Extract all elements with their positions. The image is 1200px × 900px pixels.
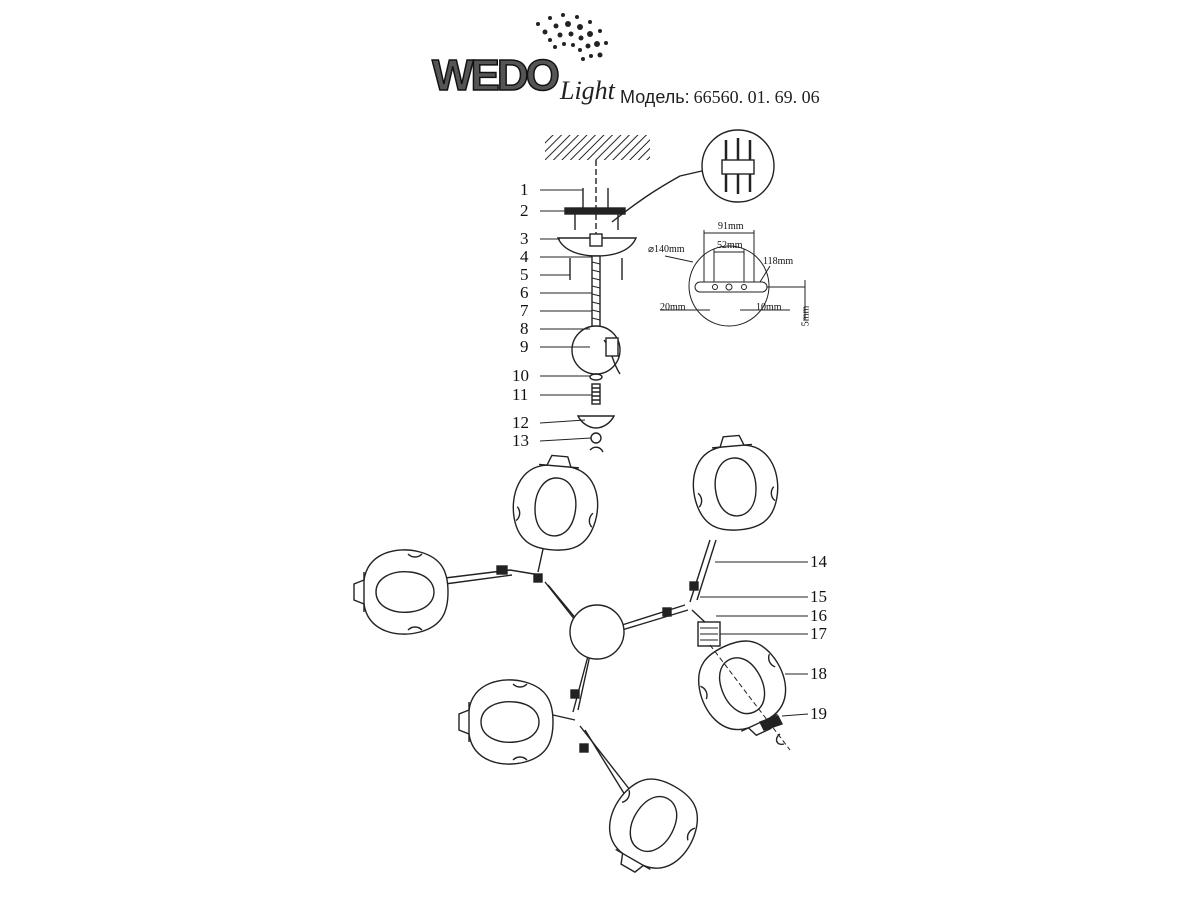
dim-10: 10mm	[756, 302, 782, 313]
dim-diameter: ⌀140mm	[648, 244, 685, 255]
part-label: 4	[520, 247, 529, 266]
brand-logo-script: Light	[560, 76, 615, 105]
model-number: 66560. 01. 69. 06	[693, 87, 820, 107]
part-label: 2	[520, 201, 529, 220]
model-caption: Модель:66560. 01. 69. 06	[620, 86, 820, 108]
part-label: 17	[810, 624, 827, 643]
part-label: 9	[520, 337, 529, 356]
glass-shades	[353, 431, 803, 890]
mounting-plate-detail	[660, 230, 806, 327]
part-label: 13	[512, 431, 529, 450]
part-label: 7	[520, 301, 529, 320]
part-label: 10	[512, 366, 529, 385]
part-label: 18	[810, 664, 827, 683]
model-label: Модель:	[620, 87, 690, 107]
dim-20: 20mm	[660, 302, 686, 313]
part-label: 11	[512, 385, 529, 404]
brand-logo: WEDO	[431, 51, 560, 101]
part-label: 1	[520, 180, 529, 199]
leader-lines-bottom	[700, 561, 809, 717]
part-label: 5	[520, 265, 529, 284]
part-label: 19	[810, 704, 827, 723]
logo-swirl-icon	[536, 13, 608, 61]
dim-5: 5mm	[800, 305, 812, 327]
part-label: 3	[520, 229, 529, 248]
center-ball	[569, 604, 625, 660]
part-label: 12	[512, 413, 529, 432]
part-label: 16	[810, 606, 827, 625]
leader-lines-top	[539, 189, 592, 442]
ceiling-hatch	[545, 135, 650, 160]
dim-91: 91mm	[718, 221, 744, 232]
part-label: 15	[810, 587, 827, 606]
part-label: 8	[520, 319, 529, 338]
dim-118: 118mm	[763, 256, 794, 267]
dim-52: 52mm	[717, 240, 743, 251]
part-label: 6	[520, 283, 529, 302]
part-label: 14	[810, 552, 827, 571]
